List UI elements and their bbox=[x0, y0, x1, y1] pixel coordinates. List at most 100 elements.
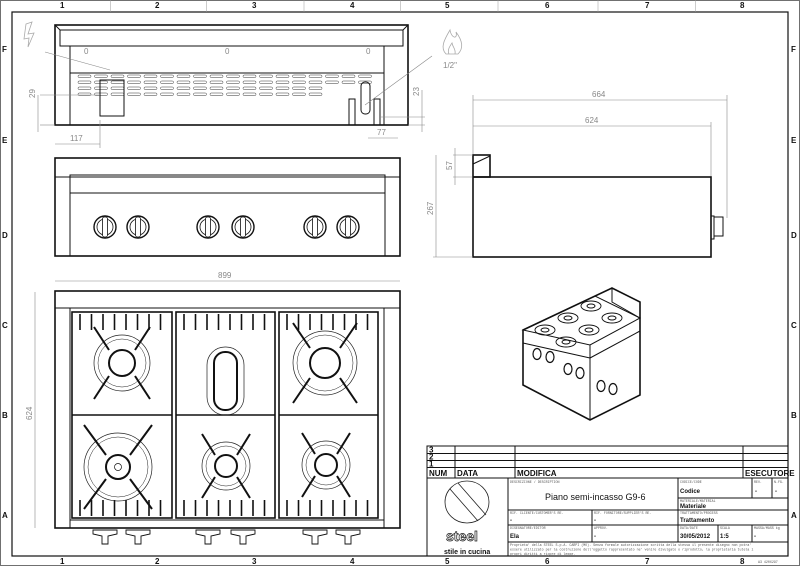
supplier-ref-label: RIF. FORNITORE/SUPPLIER'S RE. bbox=[594, 511, 651, 515]
customer-ref-value: - bbox=[510, 518, 512, 524]
grid-row-label: D bbox=[791, 231, 797, 240]
vent-slot bbox=[127, 92, 141, 96]
burner-front-left-wok-ring bbox=[87, 436, 149, 498]
burner-grates bbox=[71, 311, 379, 519]
burner-front-right-grate-arms bbox=[301, 432, 351, 498]
grid-column-label: 2 bbox=[155, 557, 160, 566]
iso-knob bbox=[563, 362, 573, 376]
electrical-box bbox=[99, 79, 125, 117]
iso-burner bbox=[557, 312, 579, 324]
revision-row-3: 3 bbox=[429, 446, 434, 455]
approval-label: APPROV. bbox=[594, 526, 608, 530]
vent-slot bbox=[308, 80, 323, 84]
vent-slot bbox=[308, 92, 323, 96]
ownership-notice-line-2: essere utilizzato per la costruzione del… bbox=[510, 548, 753, 552]
vent-slot bbox=[226, 92, 240, 96]
burner-center-dot bbox=[114, 463, 122, 471]
knob-top bbox=[195, 529, 221, 545]
knob-grip bbox=[240, 216, 246, 238]
dim-side-backsplash: 57 bbox=[445, 161, 454, 170]
vent-slot bbox=[110, 86, 125, 90]
burner-front-right-ring bbox=[301, 440, 351, 490]
vent-slot bbox=[242, 80, 257, 84]
burner-front-right-cap bbox=[314, 453, 338, 477]
vent-slot bbox=[259, 92, 273, 96]
iso-burner-cap bbox=[607, 315, 617, 321]
iso-burner bbox=[578, 324, 600, 336]
customer-ref-label: RIF. CLIENTE/CUSTOMER'S RE. bbox=[510, 511, 563, 515]
grid-row-label: A bbox=[2, 511, 8, 520]
front-view bbox=[54, 157, 401, 257]
vent-slot bbox=[325, 74, 339, 78]
vent-slot bbox=[160, 80, 174, 84]
vent-slot bbox=[209, 92, 224, 96]
vent-slot bbox=[341, 74, 356, 78]
dim-back-right-offset: 77 bbox=[377, 128, 386, 137]
knob-top bbox=[230, 529, 256, 545]
vent-slot bbox=[292, 80, 306, 84]
grid-column-label: 2 bbox=[155, 1, 160, 10]
grid-row-label: F bbox=[791, 45, 796, 54]
vent-slot bbox=[160, 92, 174, 96]
isometric-burners bbox=[534, 300, 623, 348]
iso-knob bbox=[596, 379, 606, 393]
iso-burner-cap bbox=[586, 303, 596, 309]
revision-header-change: MODIFICA bbox=[517, 469, 557, 478]
vent-slot bbox=[275, 92, 290, 96]
knob bbox=[126, 215, 150, 239]
vent-slot bbox=[94, 86, 108, 90]
approval-value: - bbox=[594, 534, 596, 540]
grid-row-label: C bbox=[2, 321, 8, 330]
vent-slot bbox=[242, 86, 257, 90]
dim-side-total-depth: 664 bbox=[592, 90, 606, 99]
grid-row-label: C bbox=[791, 321, 797, 330]
vent-slot bbox=[292, 86, 306, 90]
revision-header-author: ESECUTORE bbox=[745, 469, 795, 478]
burner-rear-right-cap bbox=[309, 347, 341, 379]
knob-grip bbox=[312, 216, 318, 238]
knob bbox=[303, 215, 327, 239]
knob-grip bbox=[135, 216, 141, 238]
burner-rear-center-fish-ring bbox=[206, 346, 245, 416]
burner-front-center-grate-arms bbox=[201, 433, 251, 499]
back-mark-2: 0 bbox=[225, 47, 230, 56]
vent-slot bbox=[325, 80, 339, 84]
burner-rear-right-ring bbox=[292, 330, 358, 396]
burner-front-left-wok-cap bbox=[105, 454, 131, 480]
burner-front-center-ring bbox=[201, 441, 251, 491]
vent-slot bbox=[259, 74, 273, 78]
back-view: 0 0 0 29 23 117 77 1/2" bbox=[23, 21, 462, 148]
vent-slot bbox=[127, 86, 141, 90]
vent-slot bbox=[176, 86, 191, 90]
title-block: 3 2 1 NUM DATA MODIFICA ESECUTORE steel … bbox=[426, 445, 795, 564]
knob bbox=[93, 215, 117, 239]
revision-header-num: NUM bbox=[429, 469, 448, 478]
grid-column-label: 5 bbox=[445, 557, 450, 566]
iso-burner-cap bbox=[563, 315, 573, 321]
grid-column-label: 8 bbox=[740, 1, 745, 10]
vent-slot bbox=[226, 74, 240, 78]
electrical-lightning-icon bbox=[23, 21, 35, 48]
knob-grip bbox=[205, 216, 211, 238]
grid-row-label: B bbox=[2, 411, 8, 420]
sheet-frame-inner bbox=[11, 11, 789, 557]
vent-slot bbox=[127, 80, 141, 84]
burner-rear-left-grate-arms bbox=[93, 326, 151, 400]
iso-knob bbox=[608, 382, 618, 396]
supplier-ref-value: - bbox=[594, 518, 596, 524]
mass-value: - bbox=[754, 534, 756, 540]
code-label: CODICE/CODE bbox=[680, 480, 702, 484]
vent-slot bbox=[226, 86, 240, 90]
iso-burner bbox=[580, 300, 602, 312]
vent-slot bbox=[94, 92, 108, 96]
back-mark-3: 0 bbox=[366, 47, 371, 56]
grid-column-label: 4 bbox=[350, 557, 355, 566]
process-value: Trattamento bbox=[680, 518, 715, 524]
vent-slot bbox=[308, 86, 323, 90]
dim-back-right-height: 23 bbox=[412, 87, 421, 96]
vent-slot bbox=[193, 80, 207, 84]
dim-top-depth: 624 bbox=[25, 406, 34, 420]
vent-slot bbox=[275, 80, 290, 84]
vent-slot bbox=[358, 74, 372, 78]
editor-label: DISEGNATORE/EDITOR bbox=[510, 526, 546, 530]
